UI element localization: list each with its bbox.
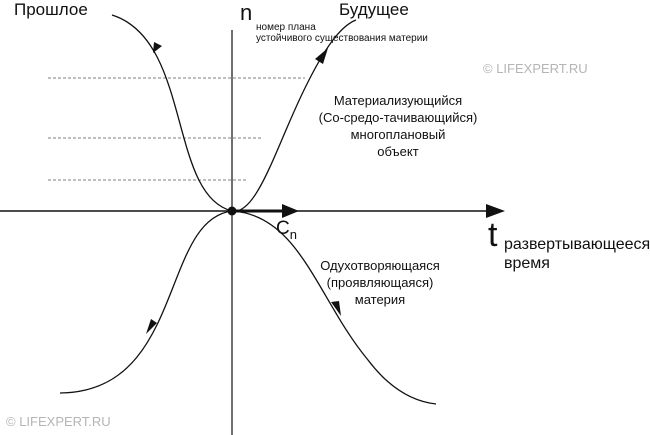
cn-label: Cn [276,218,297,242]
n-axis-desc-line2: устойчивого существования материи [256,33,428,44]
upper-region-line: (Со-средо-тачивающийся) [318,110,478,125]
cn-subscript: n [289,227,297,242]
lower-left-arrowhead [146,319,157,334]
cn-symbol: C [276,218,290,239]
future-label: Будущее [339,0,409,19]
origin-point [227,206,237,216]
watermark-bottom: © LIFEXPERT.RU [6,414,111,429]
upper-right-arrowhead [315,48,328,64]
t-axis-desc-line1: развертывающееся [504,236,650,253]
lower-region-label: Одухотворяющаяся (проявляющаяся) материя [305,257,455,308]
lower-region-line: (проявляющаяся) [326,275,434,290]
lower-curve [59,210,437,405]
cn-vector-arrowhead [282,204,299,218]
upper-region-line: объект [377,144,419,159]
lower-region-line: Одухотворяющаяся [320,258,440,273]
lower-region-line: материя [354,292,406,307]
t-axis-arrowhead [486,204,505,218]
upper-left-arrowhead [153,42,162,53]
lower-right-arrowhead [331,301,341,316]
upper-region-label: Материализующийся (Со-средо-тачивающийся… [298,92,498,160]
n-axis-label: n [240,0,253,25]
past-label: Прошлое [14,0,88,19]
t-axis-label: t [488,216,498,254]
t-axis-desc-line2: время [504,255,550,272]
n-axis-desc-line1: номер плана [256,22,316,33]
upper-region-line: многоплановый [350,127,446,142]
upper-region-line: Материализующийся [333,93,463,108]
watermark-top: © LIFEXPERT.RU [483,61,588,76]
